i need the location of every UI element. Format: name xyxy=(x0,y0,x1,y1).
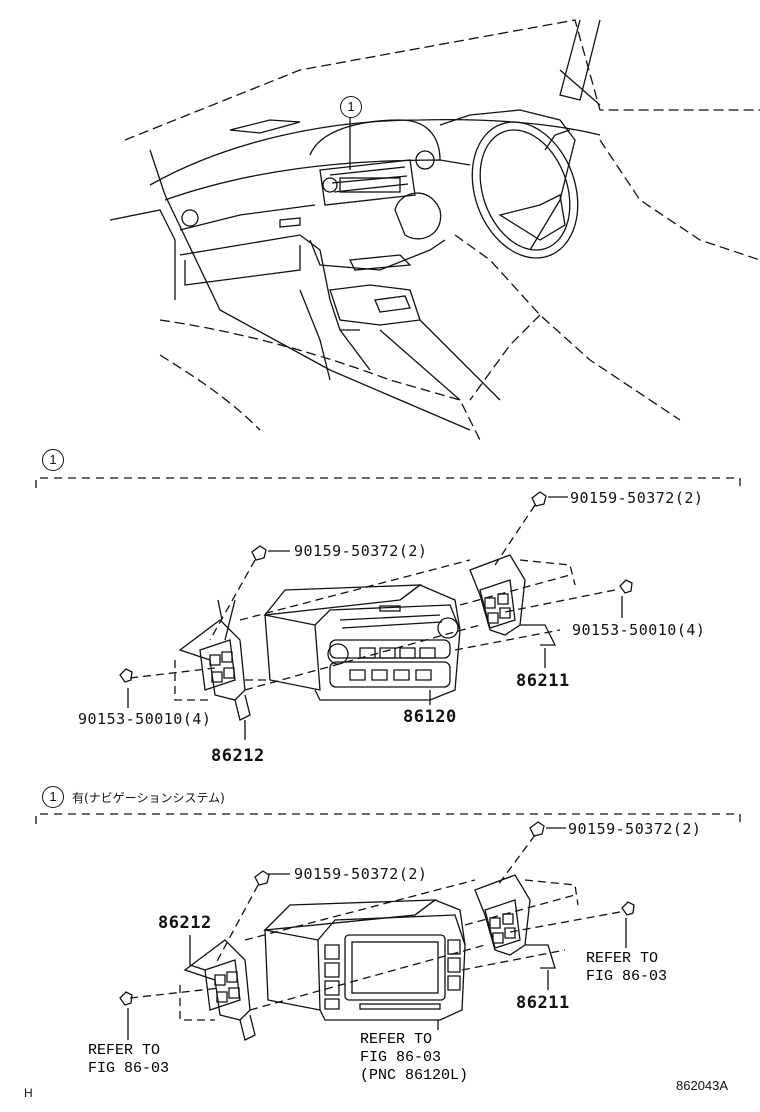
footer-left-mark: H xyxy=(24,1086,33,1100)
section1-frame xyxy=(35,477,741,488)
section1-callout: 1 xyxy=(42,449,64,471)
section1-screw-right-label: 90153-50010(4) xyxy=(572,621,706,639)
section2-bracket-left-label: 86212 xyxy=(158,913,212,933)
section2-frame xyxy=(35,813,741,824)
section2-bolt-right-top-label: 90159-50372(2) xyxy=(568,820,702,838)
section1-bracket-left-label: 86212 xyxy=(211,746,265,766)
section2-title: 有(ナビゲーションシステム) xyxy=(72,791,225,805)
section2-illustration xyxy=(119,821,635,1041)
figure-code: 862043A xyxy=(676,1078,729,1093)
section2-bracket-right-label: 86211 xyxy=(516,993,570,1013)
section1-screw-left-label: 90153-50010(4) xyxy=(78,710,212,728)
section2-screw-left-ref: REFER TO FIG 86-03 xyxy=(88,1042,170,1077)
overview-callout: 1 xyxy=(340,96,362,118)
section2-bolt-left-top-label: 90159-50372(2) xyxy=(294,865,428,883)
section1-illustration xyxy=(119,491,633,740)
section2-callout: 1 xyxy=(42,786,64,808)
dashboard-illustration xyxy=(109,19,760,441)
section2-screw-right-ref: REFER TO FIG 86-03 xyxy=(586,950,668,985)
section1-bolt-right-top-label: 90159-50372(2) xyxy=(570,489,704,507)
section1-unit-label: 86120 xyxy=(403,707,457,727)
section1-bolt-left-top-label: 90159-50372(2) xyxy=(294,542,428,560)
section1-bracket-right-label: 86211 xyxy=(516,671,570,691)
section2-unit-ref: REFER TO FIG 86-03 (PNC 86120L) xyxy=(360,1031,469,1084)
